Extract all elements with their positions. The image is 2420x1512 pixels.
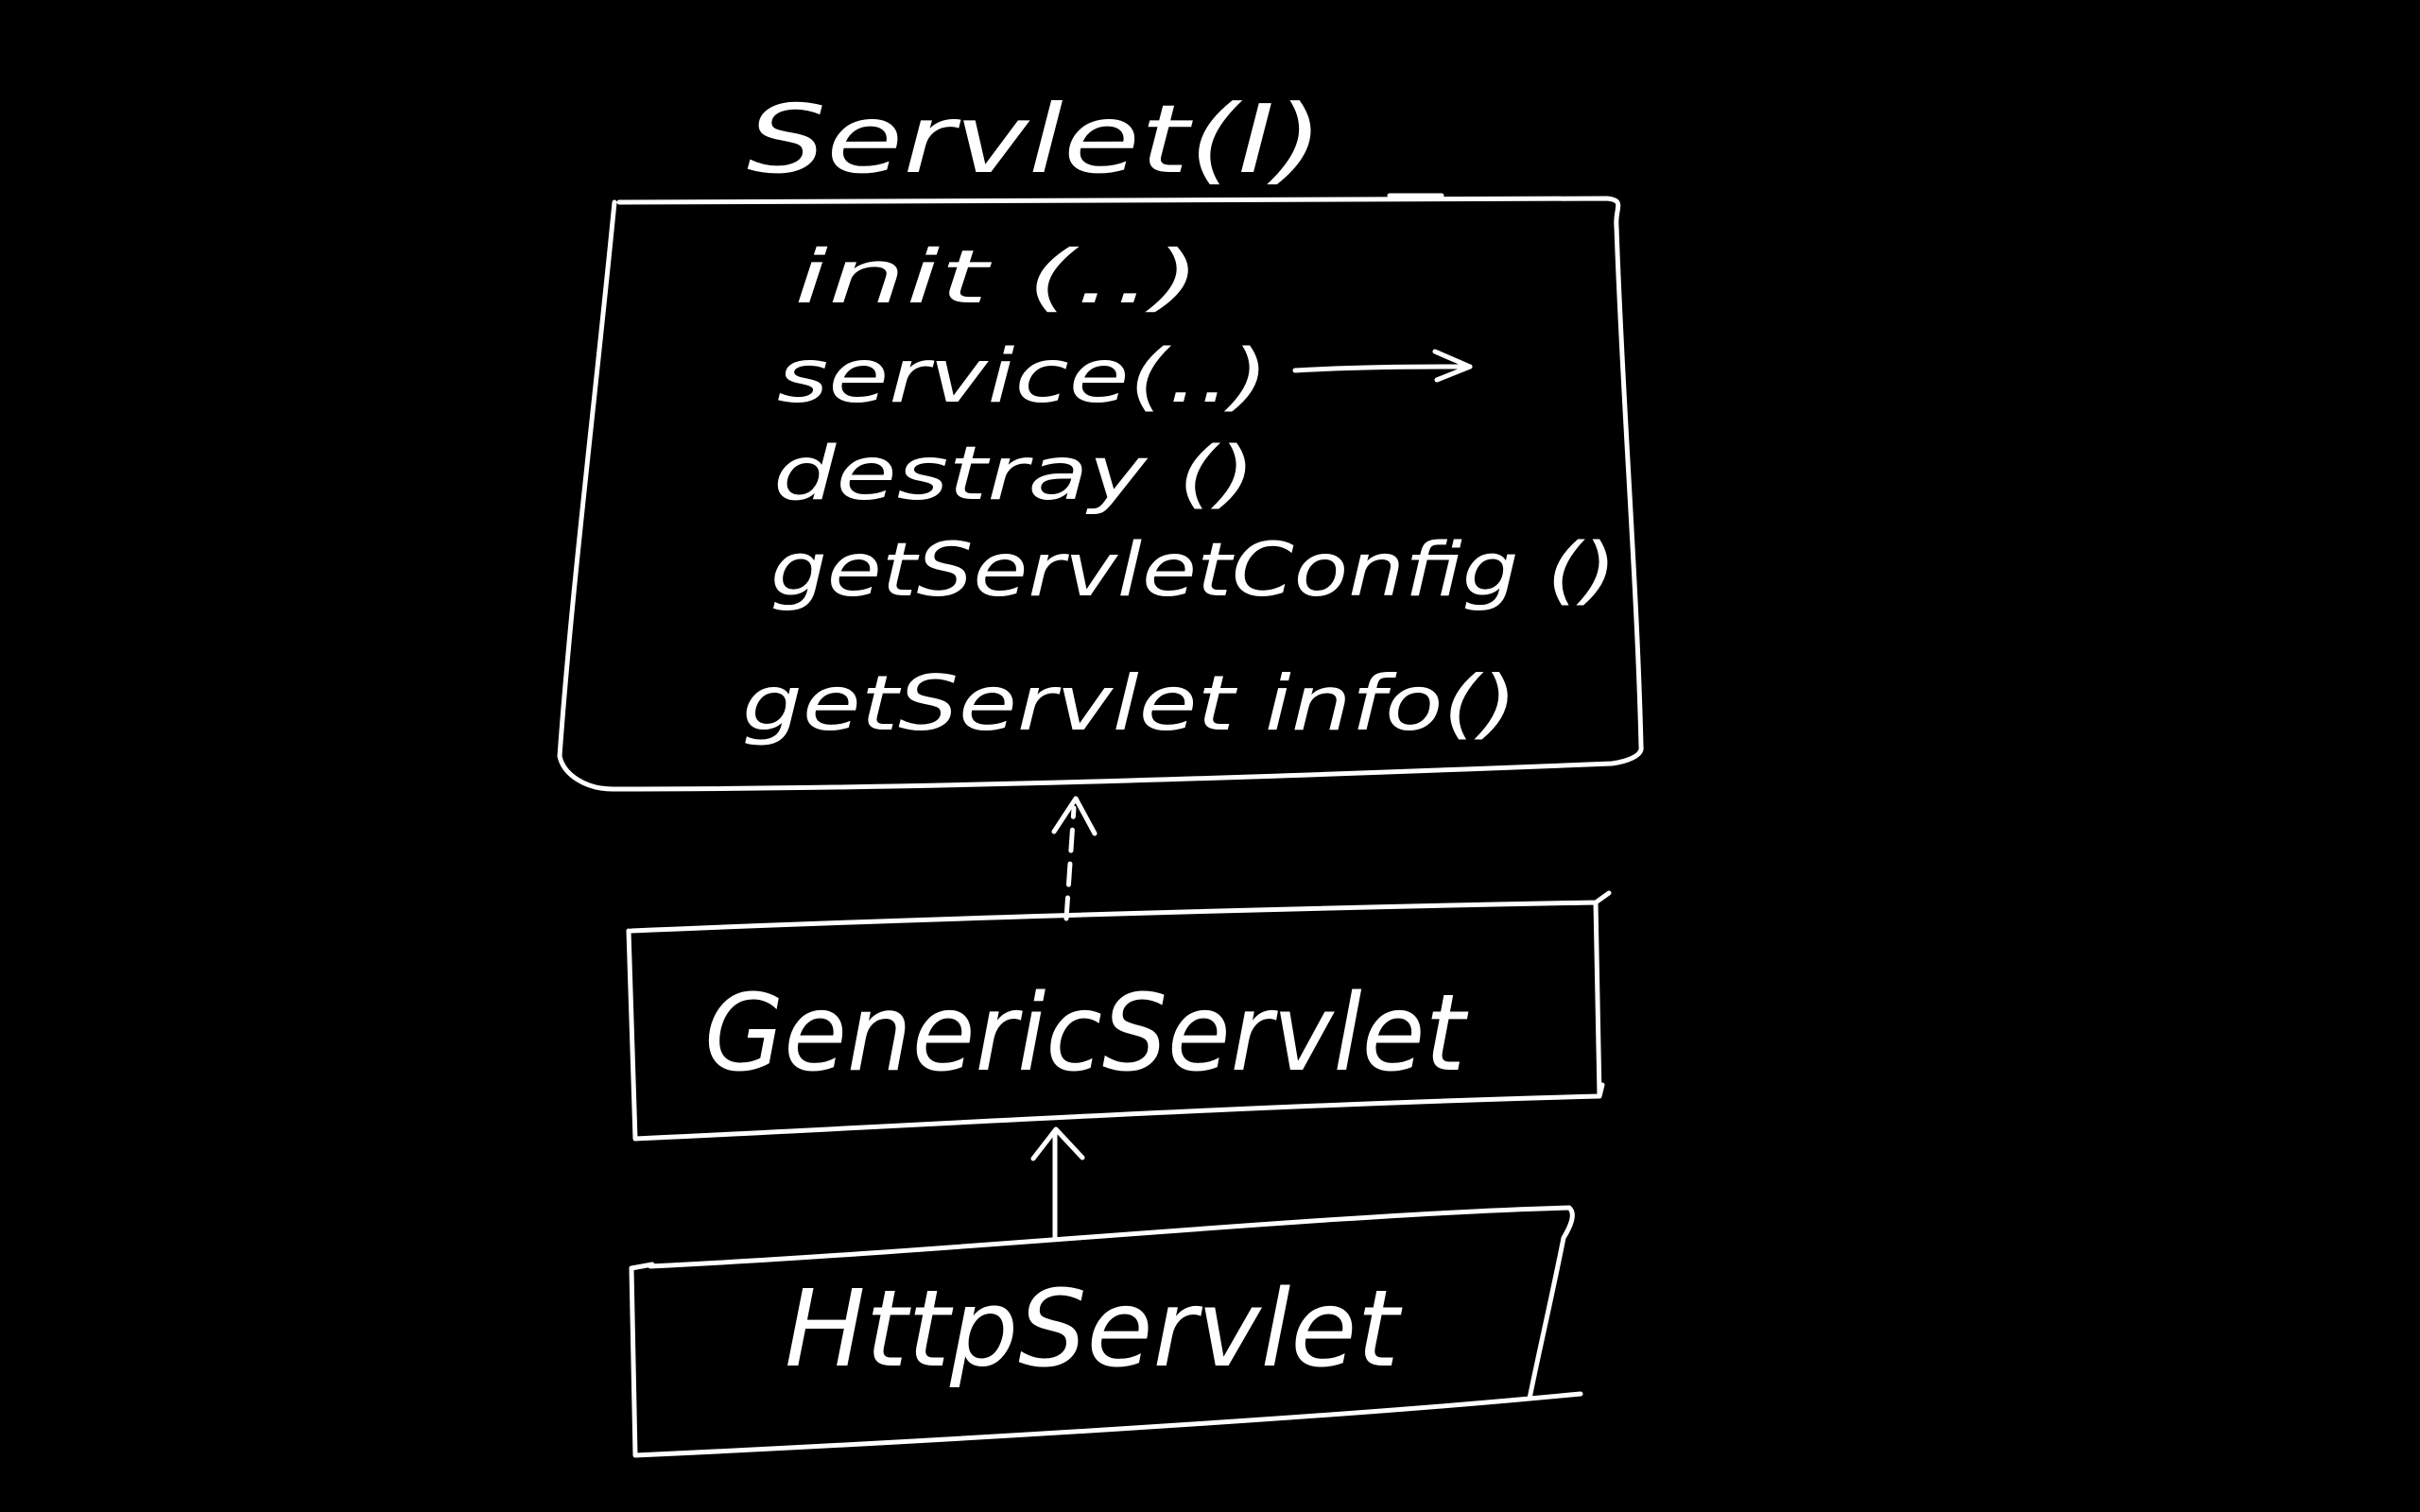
service-arrow-icon <box>1292 349 1473 383</box>
servlet-interface-box <box>557 196 1644 792</box>
method-init: init (..) <box>794 235 1201 320</box>
method-get-servlet-config: getServletConfig () <box>770 528 1616 613</box>
implements-arrow-icon <box>1051 796 1098 921</box>
servlet-interface-title: Servlet(I) <box>747 84 1323 195</box>
http-servlet-label: HttpServlet <box>785 1268 1403 1391</box>
method-destroy: destray () <box>773 432 1255 517</box>
method-get-servlet-info: getServlet info() <box>742 660 1517 747</box>
http-servlet-box <box>629 1205 1583 1458</box>
method-service: service(..) <box>777 335 1269 420</box>
inheritance-arrow-icon <box>1030 1126 1085 1241</box>
generic-servlet-label: GenericServlet <box>704 972 1469 1095</box>
generic-servlet-box <box>626 890 1612 1142</box>
